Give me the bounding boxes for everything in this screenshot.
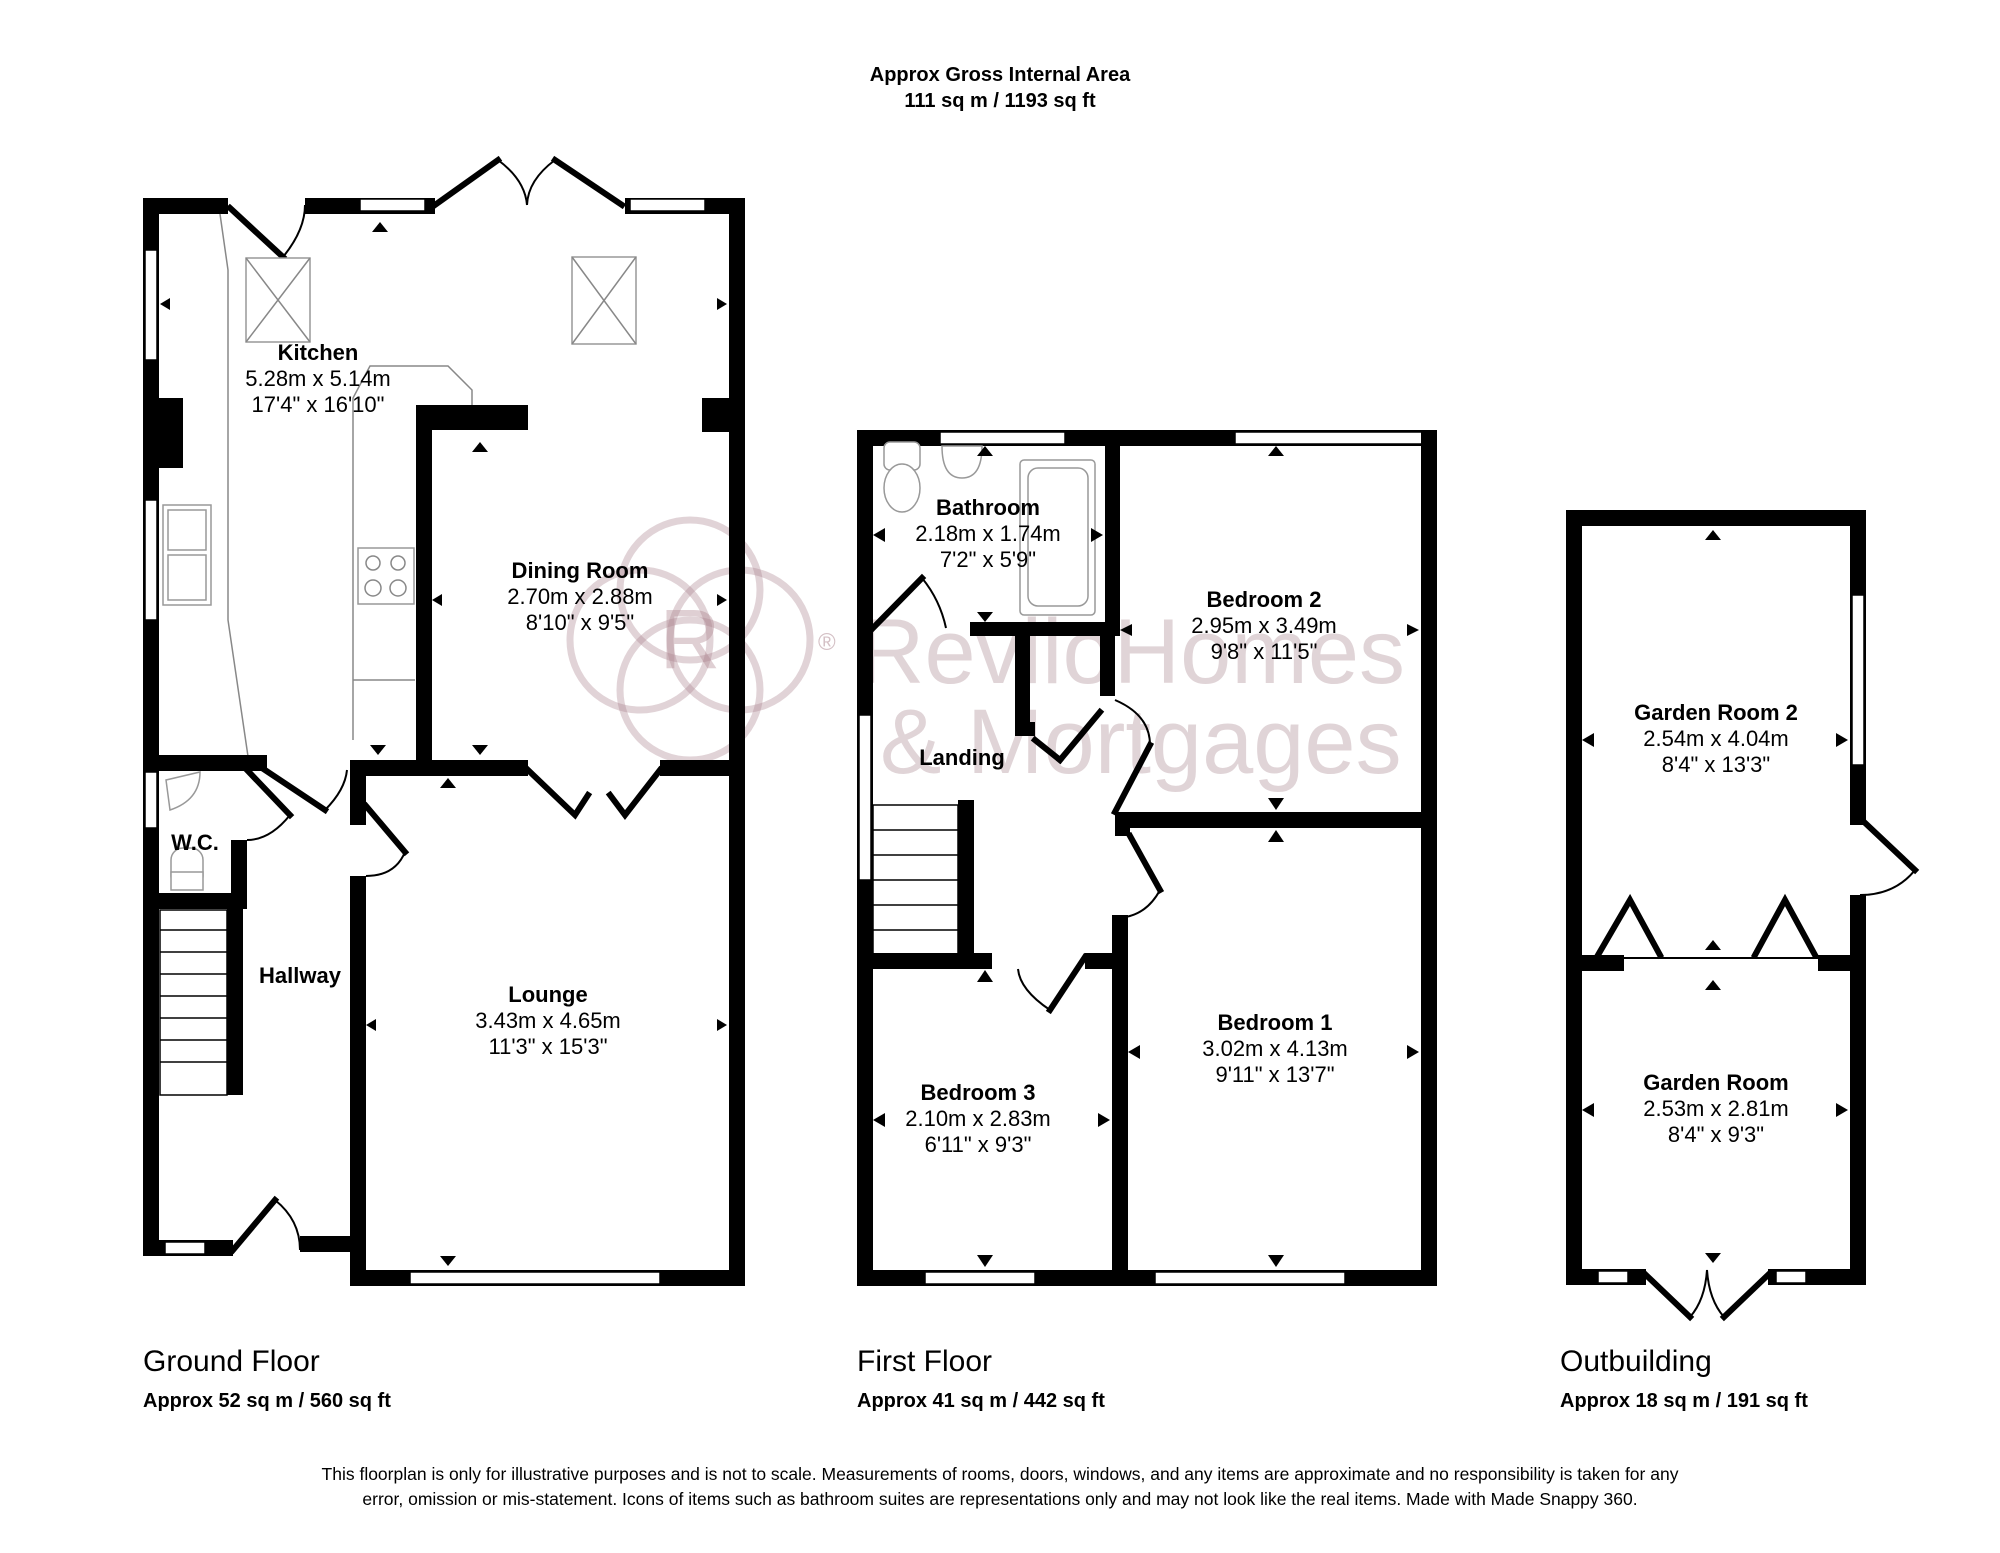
room-name: Bedroom 2 <box>1206 587 1322 612</box>
room-name: Bathroom <box>936 495 1040 520</box>
room-name: Bedroom 3 <box>920 1080 1036 1105</box>
room-imperial: 9'11" x 13'7" <box>1215 1062 1335 1087</box>
room-bedroom-2: Bedroom 2 2.95m x 3.49m 9'8" x 11'5" <box>1191 587 1337 665</box>
floor-title-outbuilding: Outbuilding <box>1560 1345 1712 1378</box>
room-metric: 2.18m x 1.74m <box>915 521 1061 546</box>
gross-area-title: Approx Gross Internal Area <box>869 64 1131 86</box>
room-hallway: Hallway <box>259 963 341 989</box>
room-name: Landing <box>919 745 1005 770</box>
room-landing: Landing <box>919 745 1005 771</box>
floor-title-ground: Ground Floor <box>143 1345 320 1378</box>
room-name: Garden Room 2 <box>1634 700 1798 725</box>
floor-area-first: Approx 41 sq m / 442 sq ft <box>857 1390 1105 1412</box>
room-imperial: 8'4" x 9'3" <box>1667 1122 1765 1147</box>
watermark-text-line2: & Mortgages <box>880 691 1402 793</box>
room-imperial: 6'11" x 9'3" <box>924 1132 1032 1157</box>
floor-title-first: First Floor <box>857 1345 992 1378</box>
room-metric: 2.53m x 2.81m <box>1643 1096 1789 1121</box>
room-name: W.C. <box>171 830 219 855</box>
floor-area-ground: Approx 52 sq m / 560 sq ft <box>143 1390 391 1412</box>
room-bathroom: Bathroom 2.18m x 1.74m 7'2" x 5'9" <box>915 495 1061 573</box>
room-metric: 3.43m x 4.65m <box>475 1008 621 1033</box>
disclaimer-text: This floorplan is only for illustrative … <box>321 1464 1679 1509</box>
watermark-text-line1: ReviloHomes <box>858 601 1406 703</box>
room-imperial: 9'8" x 11'5" <box>1210 639 1318 664</box>
room-imperial: 8'10" x 9'5" <box>525 610 635 635</box>
first-floor-plan <box>857 430 1437 1286</box>
room-bedroom-3: Bedroom 3 2.10m x 2.83m 6'11" x 9'3" <box>905 1080 1051 1158</box>
room-garden-room-2: Garden Room 2 2.54m x 4.04m 8'4" x 13'3" <box>1634 700 1798 778</box>
room-metric: 2.54m x 4.04m <box>1643 726 1789 751</box>
room-name: Bedroom 1 <box>1217 1010 1333 1035</box>
ground-floor-plan <box>143 155 745 1286</box>
room-name: Lounge <box>508 982 588 1007</box>
room-name: Garden Room <box>1643 1070 1789 1095</box>
gross-area-header: Approx Gross Internal Area 111 sq m / 11… <box>0 62 2000 114</box>
watermark-registered: ® <box>818 629 836 656</box>
room-imperial: 8'4" x 13'3" <box>1661 752 1771 777</box>
floor-area-outbuilding: Approx 18 sq m / 191 sq ft <box>1560 1390 1808 1412</box>
room-lounge: Lounge 3.43m x 4.65m 11'3" x 15'3" <box>475 982 621 1060</box>
room-imperial: 11'3" x 15'3" <box>488 1034 608 1059</box>
room-garden-room: Garden Room 2.53m x 2.81m 8'4" x 9'3" <box>1643 1070 1789 1148</box>
outbuilding-plan <box>1566 510 1920 1322</box>
room-name: Dining Room <box>511 558 649 583</box>
room-bedroom-1: Bedroom 1 3.02m x 4.13m 9'11" x 13'7" <box>1202 1010 1348 1088</box>
room-metric: 2.10m x 2.83m <box>905 1106 1051 1131</box>
room-metric: 2.95m x 3.49m <box>1191 613 1337 638</box>
gross-area-value: 111 sq m / 1193 sq ft <box>904 90 1096 112</box>
room-metric: 2.70m x 2.88m <box>507 584 653 609</box>
room-metric: 5.28m x 5.14m <box>245 366 391 391</box>
room-wc: W.C. <box>171 830 219 856</box>
watermark-logo-letter: R <box>660 592 721 686</box>
room-metric: 3.02m x 4.13m <box>1202 1036 1348 1061</box>
room-name: Kitchen <box>277 340 359 365</box>
room-name: Hallway <box>259 963 341 988</box>
room-kitchen: Kitchen 5.28m x 5.14m 17'4" x 16'10" <box>245 340 391 418</box>
room-dining-room: Dining Room 2.70m x 2.88m 8'10" x 9'5" <box>507 558 653 636</box>
room-imperial: 17'4" x 16'10" <box>251 392 385 417</box>
room-imperial: 7'2" x 5'9" <box>939 547 1037 572</box>
